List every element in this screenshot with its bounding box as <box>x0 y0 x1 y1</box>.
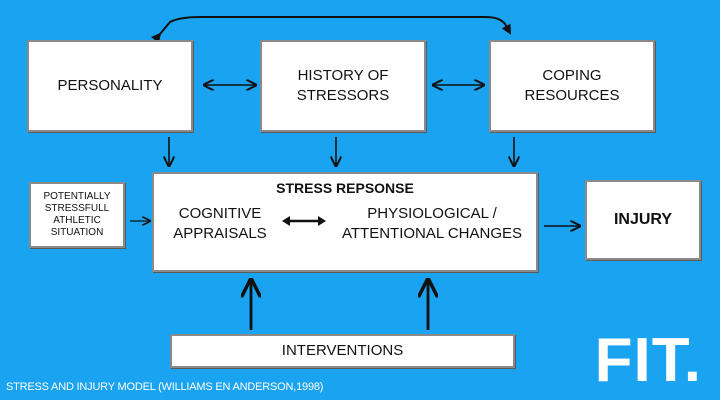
injury-label: INJURY <box>613 211 673 228</box>
stress-response-title: STRESS REPSONSE <box>276 180 414 196</box>
cognitive-appraisals-label: COGNITIVE APPRAISALS <box>173 205 267 242</box>
personality-box: PERSONALITY <box>27 40 193 132</box>
interventions-box: INTERVENTIONS <box>170 334 515 368</box>
history-box: HISTORY OF STRESSORS <box>260 40 426 132</box>
situation-box: POTENTIALLY STRESSFULL ATHLETIC SITUATIO… <box>29 182 125 248</box>
personality-label: PERSONALITY <box>57 77 163 94</box>
interventions-label: INTERVENTIONS <box>281 342 404 359</box>
physiological-changes-label: PHYSIOLOGICAL / ATTENTIONAL CHANGES <box>341 205 523 242</box>
cognitive-physiological-arrow <box>282 216 326 226</box>
figure-caption: STRESS AND INJURY MODEL (WILLIAMS EN AND… <box>6 381 324 393</box>
coping-box: COPING RESOURCES <box>489 40 655 132</box>
injury-box: INJURY <box>585 180 701 260</box>
situation-label: POTENTIALLY STRESSFULL ATHLETIC SITUATIO… <box>43 191 111 238</box>
brand-logo: FIT. <box>594 326 702 395</box>
history-label: HISTORY OF STRESSORS <box>296 67 390 104</box>
stress-response-box: STRESS REPSONSE COGNITIVE APPRAISALS PHY… <box>152 172 538 272</box>
top-feedback-arrow <box>151 16 511 44</box>
coping-label: COPING RESOURCES <box>524 67 620 104</box>
